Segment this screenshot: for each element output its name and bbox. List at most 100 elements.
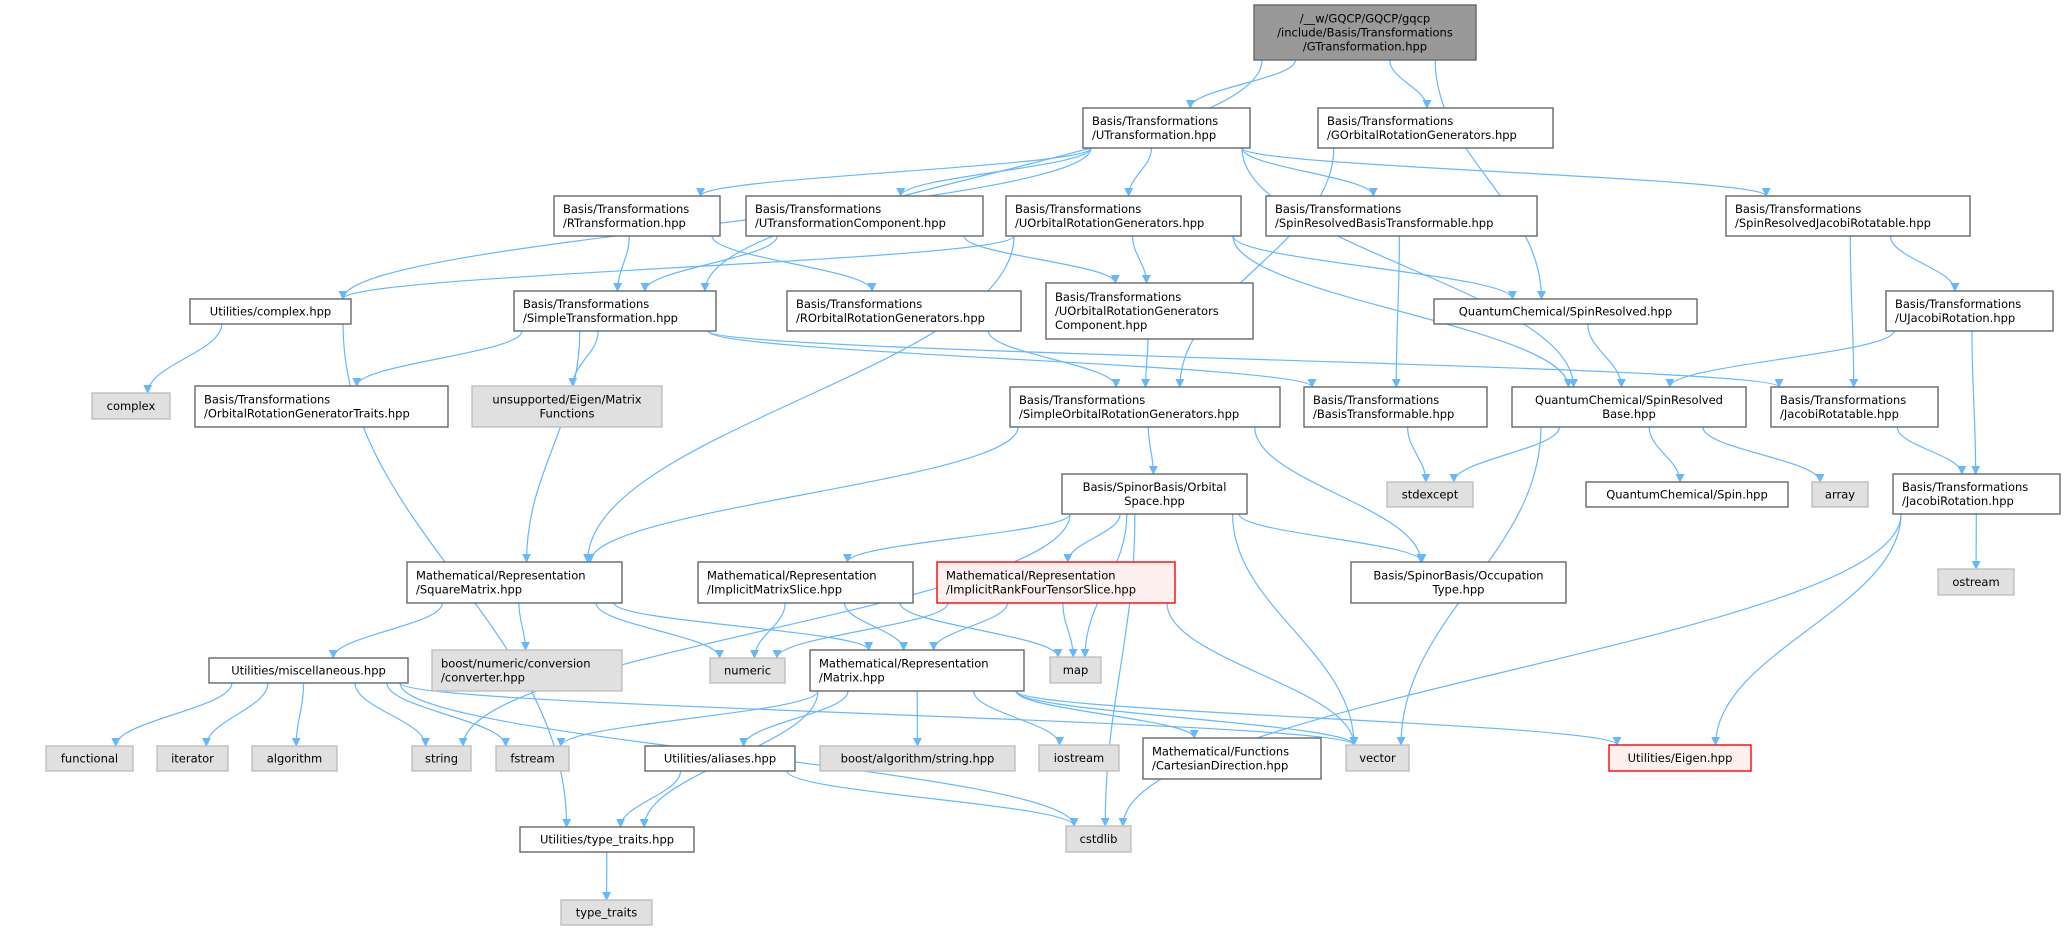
node-label: stdexcept xyxy=(1402,488,1459,502)
edge-G-to-ST xyxy=(700,59,1263,292)
edge-UORG-to-QCSRB xyxy=(1232,235,1573,388)
node-ue[interactable]: Utilities/Eigen.hpp xyxy=(1608,744,1752,772)
node-label: Mathematical/Representation xyxy=(946,569,1116,583)
node-ua[interactable]: Utilities/aliases.hpp xyxy=(644,745,796,772)
node-rorg[interactable]: Basis/Transformations/ROrbitalRotationGe… xyxy=(786,290,1022,332)
edge-UORG-to-QCSR xyxy=(1232,235,1517,300)
node-ut[interactable]: Basis/Transformations/UTransformation.hp… xyxy=(1082,107,1251,149)
edge-M-to-UA xyxy=(739,690,849,747)
node-functional: functional xyxy=(45,745,134,772)
node-gorg[interactable]: Basis/Transformations/GOrbitalRotationGe… xyxy=(1317,107,1554,149)
node-label: /OrbitalRotationGeneratorTraits.hpp xyxy=(204,407,410,421)
node-orgt[interactable]: Basis/Transformations/OrbitalRotationGen… xyxy=(194,385,449,428)
node-box xyxy=(91,392,171,420)
node-srbt[interactable]: Basis/Transformations/SpinResolvedBasisT… xyxy=(1265,195,1538,237)
node-qcspin[interactable]: QuantumChemical/Spin.hpp xyxy=(1585,481,1789,508)
node-bt[interactable]: Basis/Transformations/BasisTransformable… xyxy=(1303,386,1488,428)
edge-ST-to-ORGT xyxy=(352,330,523,387)
node-box[interactable] xyxy=(1585,481,1789,508)
node-box[interactable] xyxy=(809,649,1025,692)
edge-UT-to-UORG xyxy=(1124,147,1153,197)
node-m[interactable]: Mathematical/Representation/Matrix.hpp xyxy=(809,649,1025,692)
node-qcsr[interactable]: QuantumChemical/SpinResolved.hpp xyxy=(1433,298,1698,325)
node-box[interactable] xyxy=(1608,744,1752,772)
node-box[interactable] xyxy=(553,195,721,237)
node-label: Mathematical/Functions xyxy=(1152,745,1289,759)
node-box xyxy=(251,745,338,772)
node-box[interactable] xyxy=(644,745,796,772)
node-box xyxy=(1049,656,1102,684)
node-box[interactable] xyxy=(1433,298,1698,325)
node-box xyxy=(819,745,1016,772)
node-utc[interactable]: Basis/Transformations/UTransformationCom… xyxy=(745,195,984,237)
node-sm[interactable]: Mathematical/Representation/SquareMatrix… xyxy=(406,561,623,604)
node-irfts[interactable]: Mathematical/Representation/ImplicitRank… xyxy=(936,561,1176,604)
node-box[interactable] xyxy=(406,561,623,604)
edge-SRBT-to-BT xyxy=(1391,235,1401,388)
node-label: /SquareMatrix.hpp xyxy=(416,583,522,597)
node-uorgc[interactable]: Basis/Transformations/UOrbitalRotationGe… xyxy=(1045,282,1254,340)
node-label: Basis/Transformations xyxy=(1019,393,1145,407)
node-box[interactable] xyxy=(189,298,352,325)
node-ims[interactable]: Mathematical/Representation/ImplicitMatr… xyxy=(697,561,914,604)
node-label: Basis/Transformations xyxy=(204,393,330,407)
node-iostream: iostream xyxy=(1038,744,1120,772)
node-uc[interactable]: Utilities/complex.hpp xyxy=(189,298,352,325)
edge-ROrG-to-SORG xyxy=(987,330,1121,388)
node-st[interactable]: Basis/Transformations/SimpleTransformati… xyxy=(513,290,717,332)
node-um[interactable]: Utilities/miscellaneous.hpp xyxy=(208,657,409,684)
edge-QCSRB-to-QCSpin xyxy=(1648,426,1685,483)
node-jr[interactable]: Basis/Transformations/JacobiRotation.hpp xyxy=(1892,473,2061,515)
edge-M-to-iostream xyxy=(973,690,1065,746)
node-box[interactable] xyxy=(194,385,449,428)
node-box[interactable] xyxy=(1061,473,1248,515)
edge-OS-to-IRFTS xyxy=(1063,513,1121,563)
node-utt[interactable]: Utilities/type_traits.hpp xyxy=(519,826,695,853)
node-sorg[interactable]: Basis/Transformations/SimpleOrbitalRotat… xyxy=(1009,386,1281,428)
node-box[interactable] xyxy=(1005,195,1242,237)
node-ujr[interactable]: Basis/Transformations/UJacobiRotation.hp… xyxy=(1885,290,2054,332)
node-box[interactable] xyxy=(1885,290,2054,332)
edge-G-to-UT xyxy=(1185,59,1297,109)
node-box[interactable] xyxy=(1317,107,1554,149)
node-box[interactable] xyxy=(745,195,984,237)
node-box[interactable] xyxy=(936,561,1176,604)
node-label: Base.hpp xyxy=(1602,407,1656,421)
node-uorg[interactable]: Basis/Transformations/UOrbitalRotationGe… xyxy=(1005,195,1242,237)
node-box[interactable] xyxy=(513,290,717,332)
node-box[interactable] xyxy=(1350,561,1567,604)
node-box[interactable] xyxy=(519,826,695,853)
node-box[interactable] xyxy=(786,290,1022,332)
node-box[interactable] xyxy=(1082,107,1251,149)
node-box[interactable] xyxy=(1045,282,1254,340)
edge-UM-to-string xyxy=(354,682,431,747)
node-box[interactable] xyxy=(697,561,914,604)
node-box[interactable] xyxy=(1265,195,1538,237)
node-box[interactable] xyxy=(1725,195,1971,237)
node-box[interactable] xyxy=(1770,386,1939,428)
edge-IMS-to-numeric xyxy=(749,602,786,659)
node-box[interactable] xyxy=(208,657,409,684)
node-jrt[interactable]: Basis/Transformations/JacobiRotatable.hp… xyxy=(1770,386,1939,428)
node-label: vector xyxy=(1359,751,1396,765)
node-box[interactable] xyxy=(1009,386,1281,428)
node-rt[interactable]: Basis/Transformations/RTransformation.hp… xyxy=(553,195,721,237)
node-box[interactable] xyxy=(1142,737,1322,780)
node-g[interactable]: /__w/GQCP/GQCP/gqcp/include/Basis/Transf… xyxy=(1253,4,1477,61)
edge-RT-to-ST xyxy=(613,235,630,292)
node-mfcd[interactable]: Mathematical/Functions/CartesianDirectio… xyxy=(1142,737,1322,780)
node-label: fstream xyxy=(510,752,554,766)
node-box[interactable] xyxy=(1892,473,2061,515)
node-label: Utilities/complex.hpp xyxy=(210,305,331,319)
node-box[interactable] xyxy=(1303,386,1488,428)
node-srjr[interactable]: Basis/Transformations/SpinResolvedJacobi… xyxy=(1725,195,1971,237)
node-box[interactable] xyxy=(1511,386,1747,428)
node-box[interactable] xyxy=(1253,4,1477,61)
edge-UM-to-functional xyxy=(111,682,233,747)
node-box xyxy=(1811,481,1869,508)
